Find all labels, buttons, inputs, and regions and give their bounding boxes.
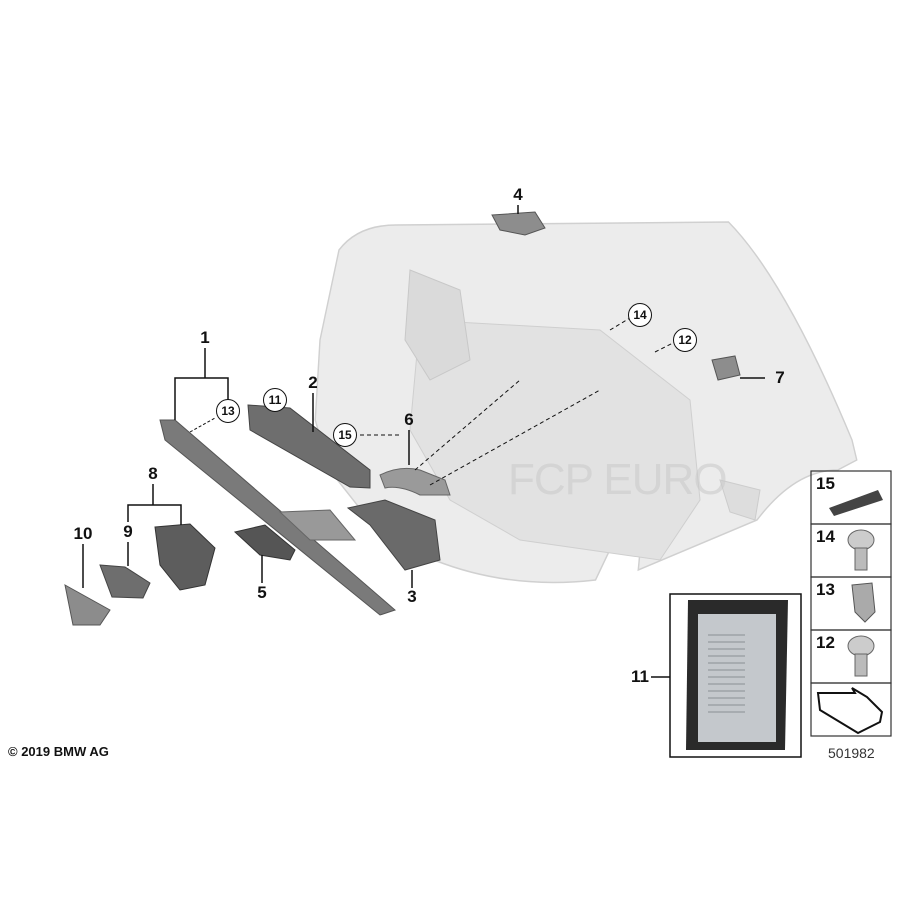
part-5 <box>233 524 296 561</box>
legend-number-12: 12 <box>816 633 835 652</box>
watermark: FCP EURO <box>508 455 728 504</box>
part-3 <box>346 499 441 571</box>
circled-ref-13: 13 <box>216 399 240 423</box>
callout-10: 10 <box>73 524 93 543</box>
callout-6: 6 <box>404 410 414 429</box>
circled-ref-14: 14 <box>628 303 652 327</box>
callout-3: 3 <box>407 587 417 606</box>
callout-4: 4 <box>513 185 523 204</box>
part-9 <box>99 564 151 599</box>
callout-2: 2 <box>308 373 318 392</box>
part-2 <box>247 404 371 489</box>
screw-icon <box>847 635 875 677</box>
callout-8: 8 <box>148 464 158 483</box>
screw-icon <box>847 529 875 571</box>
part-4 <box>491 211 546 236</box>
legend-column <box>810 470 892 737</box>
part-1 <box>159 419 396 616</box>
callout-7: 7 <box>775 368 785 387</box>
clip-nut-icon <box>851 582 876 623</box>
callout-11: 11 <box>631 667 649 686</box>
part-6 <box>379 467 451 496</box>
legend-number-15: 15 <box>816 474 835 493</box>
legend-number-14: 14 <box>816 527 835 546</box>
diagram-part-number: 501982 <box>828 745 875 761</box>
legend-number-13: 13 <box>816 580 835 599</box>
part-10 <box>64 584 111 626</box>
circled-ref-11: 11 <box>263 388 287 412</box>
copyright-notice: © 2019 BMW AG <box>8 744 109 759</box>
circled-ref-15: 15 <box>333 423 357 447</box>
circled-ref-12: 12 <box>673 328 697 352</box>
callout-1: 1 <box>200 328 210 347</box>
part-8 <box>154 523 216 591</box>
direction-arrow-icon <box>816 687 884 735</box>
pad-icon <box>829 490 883 516</box>
callout-5: 5 <box>257 583 267 602</box>
part-7 <box>711 355 741 381</box>
door-trim-panel <box>314 221 858 584</box>
callout-9: 9 <box>123 522 133 541</box>
